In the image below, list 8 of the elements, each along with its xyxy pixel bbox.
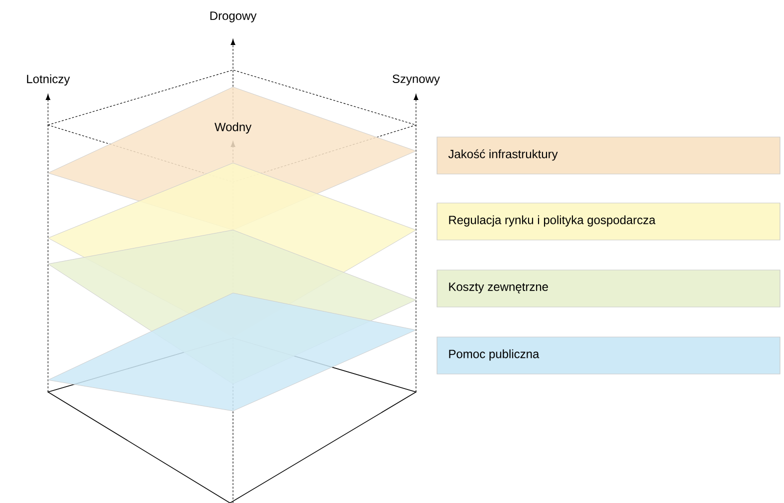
legend-label: Koszty zewnętrzne <box>449 282 548 294</box>
axis-label: Wodny <box>214 122 252 134</box>
legend-label: Jakość infrastruktury <box>448 149 558 161</box>
axis-label: Lotniczy <box>27 74 70 86</box>
legend-label: Regulacja rynku i polityka gospodarcza <box>449 215 656 227</box>
axis-label: Drogowy <box>210 12 257 22</box>
legend-label: Pomoc publiczna <box>449 349 540 361</box>
axis-label: Szynowy <box>392 74 440 86</box>
